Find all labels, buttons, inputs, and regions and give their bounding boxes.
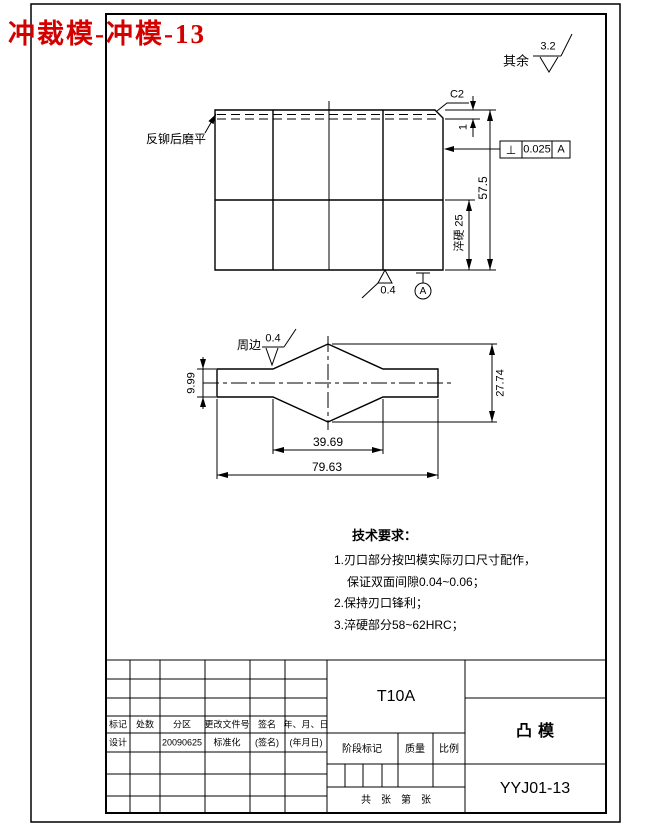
design-label: 设计 <box>108 737 128 748</box>
material-designation: T10A <box>376 688 416 705</box>
total-height-dim: 57.5 <box>476 176 490 200</box>
tolerance-datum: A <box>557 143 565 156</box>
outer-frame <box>30 3 621 823</box>
header-mark: 标记 <box>108 719 128 730</box>
plan-view-outline <box>216 343 439 423</box>
arrowheads <box>200 101 495 478</box>
drawing-number: YYJ01-13 <box>499 780 571 797</box>
tolerance-symbol: ⊥ <box>505 143 517 157</box>
page-title: 冲裁模-冲模-13 <box>8 19 206 49</box>
sheet-info: 共 张 第 张 <box>361 795 431 806</box>
tech-req-line-1: 1.刃口部分按凹模实际刃口尺寸配作， <box>334 553 537 567</box>
front-view-hidden-lines <box>217 114 440 120</box>
perimeter-roughness-value: 0.4 <box>265 332 281 345</box>
date-placeholder: (年月日) <box>289 737 323 748</box>
plan-view-centerlines <box>203 336 452 430</box>
general-roughness-symbol <box>533 33 573 73</box>
hardened-zone-dim: 淬硬 25 <box>453 214 466 252</box>
inner-frame <box>105 13 607 814</box>
tech-req-line-3: 2.保持刃口锋利； <box>334 596 429 610</box>
scale-label: 比例 <box>439 744 459 755</box>
design-date: 20090625 <box>161 737 203 748</box>
header-zone: 分区 <box>172 719 192 730</box>
title-block-grid <box>106 659 606 813</box>
header-date: 年、月、日 <box>283 719 329 730</box>
tech-req-line-2: 保证双面间隙0.04~0.06； <box>347 575 485 589</box>
sign-placeholder: (签名) <box>255 737 279 748</box>
header-doc-no: 更改文件号 <box>204 719 250 730</box>
chamfer-dim: C2 <box>449 88 465 101</box>
overall-width-dim: 79.63 <box>311 460 343 474</box>
header-sign: 签名 <box>257 719 277 730</box>
bottom-roughness-value: 0.4 <box>380 284 396 297</box>
front-view-dimensions <box>204 96 571 300</box>
plan-view-dimensions <box>197 328 497 479</box>
head-depth-dim: 1 <box>457 123 470 131</box>
perimeter-note: 周边 <box>236 338 262 352</box>
part-name: 凸模 <box>515 723 561 740</box>
grind-note: 反铆后磨平 <box>145 132 207 146</box>
tech-req-line-4: 3.淬硬部分58~62HRC； <box>334 618 464 632</box>
general-roughness-value: 3.2 <box>540 40 556 53</box>
diamond-width-dim: 39.69 <box>312 435 344 449</box>
stage-mark-label: 阶段标记 <box>342 744 382 755</box>
strip-width-dim: 9.99 <box>185 372 198 394</box>
header-count: 处数 <box>135 719 155 730</box>
tolerance-value: 0.025 <box>523 143 551 156</box>
standardization-label: 标准化 <box>213 737 241 748</box>
overall-height-dim: 27.74 <box>494 369 507 397</box>
datum-label: A <box>419 286 427 297</box>
general-roughness-label: 其余 <box>502 53 530 69</box>
tech-req-heading: 技术要求： <box>352 528 418 543</box>
weight-label: 质量 <box>405 744 425 755</box>
